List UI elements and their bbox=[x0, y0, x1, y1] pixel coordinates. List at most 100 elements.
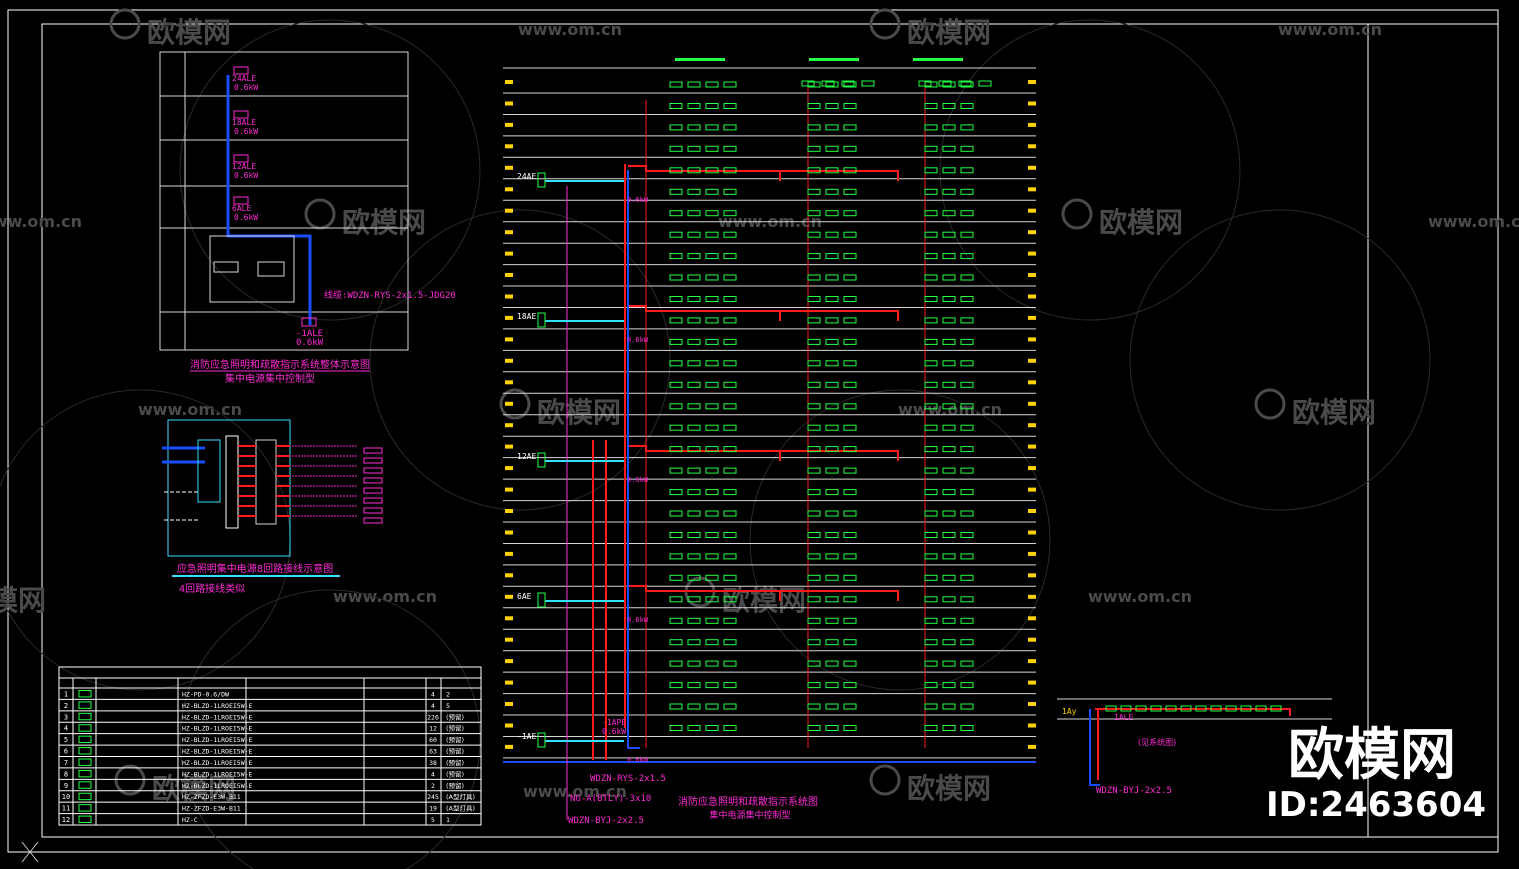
riser-fixture-icon bbox=[942, 446, 956, 453]
riser-floor-marker bbox=[1028, 616, 1036, 621]
riser-fixture-icon bbox=[960, 403, 974, 410]
riser-fixture-icon bbox=[825, 317, 839, 324]
watermark-item: 欧模网 bbox=[109, 8, 231, 49]
riser-label-code: -1AE bbox=[517, 732, 536, 741]
riser-header-fixture bbox=[821, 80, 835, 87]
riser-fixture-icon bbox=[843, 381, 857, 388]
riser-fixture-icon bbox=[942, 510, 956, 517]
riser-group-feeder bbox=[628, 445, 899, 461]
riser-fixture-icon bbox=[705, 253, 719, 260]
brand-logo-text: 欧模网 bbox=[1288, 723, 1456, 788]
legend-symbol-icon bbox=[78, 712, 92, 721]
watermark-brand: 欧模网 bbox=[722, 584, 806, 617]
legend-cell-qty: 2 bbox=[431, 782, 435, 790]
riser-fixture-icon bbox=[723, 617, 737, 624]
riser-fixture-icon bbox=[723, 553, 737, 560]
riser-fixture-icon bbox=[723, 446, 737, 453]
riser-fixture-icon bbox=[960, 360, 974, 367]
watermark-item: 欧模网 bbox=[684, 576, 806, 617]
riser-fixture-icon bbox=[705, 446, 719, 453]
riser-fixture-icon bbox=[924, 532, 938, 538]
riser-fixture-icon bbox=[687, 553, 701, 560]
watermark-sofa-icon bbox=[304, 198, 336, 230]
riser-fixture-icon bbox=[960, 574, 974, 581]
riser-fixture-icon bbox=[669, 617, 683, 624]
riser-fixture-icon bbox=[942, 660, 956, 667]
riser-floor-marker bbox=[505, 744, 513, 749]
riser-fixture-icon bbox=[825, 682, 839, 689]
riser-fixture-icon bbox=[705, 703, 719, 710]
riser-fixture-icon bbox=[825, 596, 839, 603]
watermark-ring bbox=[0, 389, 291, 691]
riser-fixture-icon bbox=[960, 446, 974, 453]
riser-fixture-icon bbox=[825, 103, 839, 109]
riser-fixture-icon bbox=[723, 682, 737, 689]
detail-note: (见系统图) bbox=[1138, 737, 1176, 747]
overall-unit-power: 0.6kW bbox=[234, 83, 258, 92]
riser-fixture-icon bbox=[807, 124, 821, 131]
riser-fixture-icon bbox=[960, 338, 974, 345]
riser-fixture-icon bbox=[825, 167, 839, 174]
riser-fixture-icon bbox=[705, 639, 719, 646]
riser-fixture-icon bbox=[960, 617, 974, 624]
riser-fixture-icon bbox=[825, 617, 839, 624]
riser-fixture-icon bbox=[960, 124, 974, 131]
riser-fixture-icon bbox=[843, 274, 857, 281]
riser-fixture-icon bbox=[942, 703, 956, 710]
riser-fixture-icon bbox=[723, 81, 737, 88]
watermark-ring bbox=[1129, 209, 1431, 511]
detail-floor-label: 1Ay bbox=[1062, 707, 1077, 716]
legend-cell-model: HZ-ZFZD-E3W-B11 bbox=[182, 805, 241, 813]
legend-cell-model: HZ-BLZD-1LROEI5W-E bbox=[182, 748, 253, 756]
riser-fixture-icon bbox=[669, 489, 683, 496]
riser-floor-marker bbox=[1028, 251, 1036, 256]
riser-floor-marker bbox=[1028, 380, 1036, 385]
legend-cell-no: 7 bbox=[64, 759, 68, 767]
riser-floor-marker bbox=[505, 509, 513, 513]
brand-watermark: 欧模网 ID:2463604 bbox=[1266, 723, 1486, 825]
watermark-site: www.om.cn bbox=[1278, 20, 1382, 39]
riser-fixture-icon bbox=[807, 467, 821, 474]
riser-floor-marker bbox=[505, 315, 513, 320]
riser-fixture-icon bbox=[960, 210, 974, 217]
legend-cell-note: 1 bbox=[446, 816, 450, 824]
riser-fixture-icon bbox=[843, 489, 857, 496]
riser-fixture-icon bbox=[843, 553, 857, 560]
watermark-brand: 欧模网 bbox=[1292, 396, 1376, 429]
riser-fixture-icon bbox=[669, 703, 683, 710]
riser-fixture-icon bbox=[687, 403, 701, 410]
riser-fixture-icon bbox=[669, 188, 683, 195]
riser-fixture-icon bbox=[843, 424, 857, 431]
riser-fixture-icon bbox=[942, 532, 956, 538]
riser-fixture-icon bbox=[843, 81, 857, 88]
riser-fixture-icon bbox=[705, 467, 719, 474]
riser-fixture-icon bbox=[924, 574, 938, 581]
riser-fixture-icon bbox=[924, 510, 938, 517]
riser-floor-marker bbox=[505, 273, 513, 277]
riser-floor-marker bbox=[505, 487, 513, 492]
riser-fixture-icon bbox=[924, 403, 938, 410]
riser-aps-power: 0.6kW bbox=[602, 727, 626, 736]
riser-fixture-icon bbox=[687, 296, 701, 302]
riser-floor-marker bbox=[1028, 144, 1036, 149]
riser-fixture-icon bbox=[843, 510, 857, 517]
riser-fixture-icon bbox=[723, 231, 737, 238]
riser-fixture-icon bbox=[924, 489, 938, 496]
riser-fixture-icon bbox=[807, 446, 821, 453]
watermark-ring bbox=[939, 19, 1241, 321]
riser-fixture-icon bbox=[960, 424, 974, 431]
riser-fixture-icon bbox=[843, 296, 857, 302]
riser-group-feeder bbox=[628, 165, 899, 181]
riser-floor-marker bbox=[505, 444, 513, 449]
legend-symbol-icon bbox=[78, 701, 92, 709]
legend-cell-no: 11 bbox=[62, 805, 70, 813]
riser-fixture-icon bbox=[924, 639, 938, 646]
riser-source-icon bbox=[537, 452, 546, 468]
riser-fixture-icon bbox=[669, 81, 683, 88]
bottom-unit-code: -1ALE bbox=[296, 329, 323, 339]
riser-group-feeder bbox=[628, 305, 899, 321]
riser-fixture-icon bbox=[942, 253, 956, 260]
riser-fixture-icon bbox=[687, 145, 701, 152]
